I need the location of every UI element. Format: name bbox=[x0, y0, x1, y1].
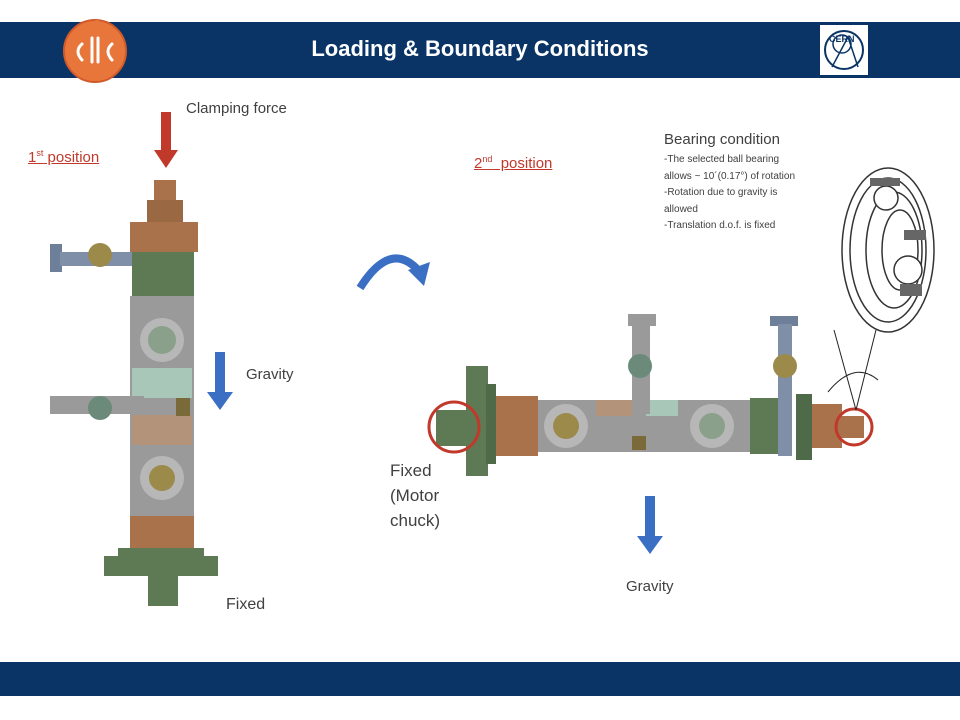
fixed-support-marker bbox=[427, 400, 481, 454]
header-bar bbox=[0, 22, 960, 78]
bearing-note: -The selected ball bearing bbox=[664, 154, 780, 165]
second-position-label: 2nd position bbox=[474, 154, 552, 172]
bearing-condition-heading: Bearing condition bbox=[664, 131, 780, 148]
gravity-label-left: Gravity bbox=[246, 366, 294, 383]
vertical-assembly bbox=[50, 180, 218, 606]
cern-logo-icon: CERN bbox=[818, 23, 870, 77]
fixed-motor-chuck-label: Fixed (Motor chuck) bbox=[390, 458, 440, 533]
position-text: position bbox=[43, 149, 100, 166]
blue-down-arrow-icon bbox=[637, 496, 663, 554]
bearing-support-marker bbox=[834, 407, 874, 447]
clamping-force-label: Clamping force bbox=[186, 100, 287, 117]
gravity-label-right: Gravity bbox=[626, 578, 674, 595]
bearing-note: allowed bbox=[664, 203, 698, 215]
position-number: 2 bbox=[474, 155, 483, 172]
slide-title: Loading & Boundary Conditions bbox=[311, 36, 649, 61]
ball-bearing-drawing-icon bbox=[841, 167, 935, 333]
horizontal-assembly bbox=[436, 314, 864, 476]
fixed-line: chuck) bbox=[390, 511, 441, 530]
footer-bar bbox=[0, 662, 960, 696]
position-text: position bbox=[492, 155, 553, 172]
bearing-note: -Translation d.o.f. is fixed bbox=[664, 220, 776, 231]
rotation-angle-lines bbox=[827, 329, 879, 411]
first-position-label: 1st position bbox=[28, 148, 99, 166]
bearing-note: -Rotation due to gravity is bbox=[664, 187, 778, 198]
position-suffix: st bbox=[36, 148, 44, 158]
clic-logo-icon bbox=[63, 19, 127, 83]
fixed-line: Fixed bbox=[390, 461, 432, 480]
curved-rotation-arrow-icon bbox=[356, 254, 430, 291]
bearing-condition-notes: -The selected ball bearing allows ~ 10´(… bbox=[664, 152, 834, 235]
fixed-label-left: Fixed bbox=[226, 596, 266, 613]
position-suffix: nd bbox=[482, 154, 493, 164]
bearing-note: allows ~ 10´(0.17°) of rotation bbox=[664, 170, 796, 182]
red-down-arrow-icon bbox=[154, 112, 178, 168]
position-number: 1 bbox=[28, 149, 37, 166]
svg-text:CERN: CERN bbox=[829, 34, 855, 44]
blue-down-arrow-icon bbox=[207, 352, 233, 410]
fixed-line: (Motor bbox=[390, 486, 440, 505]
